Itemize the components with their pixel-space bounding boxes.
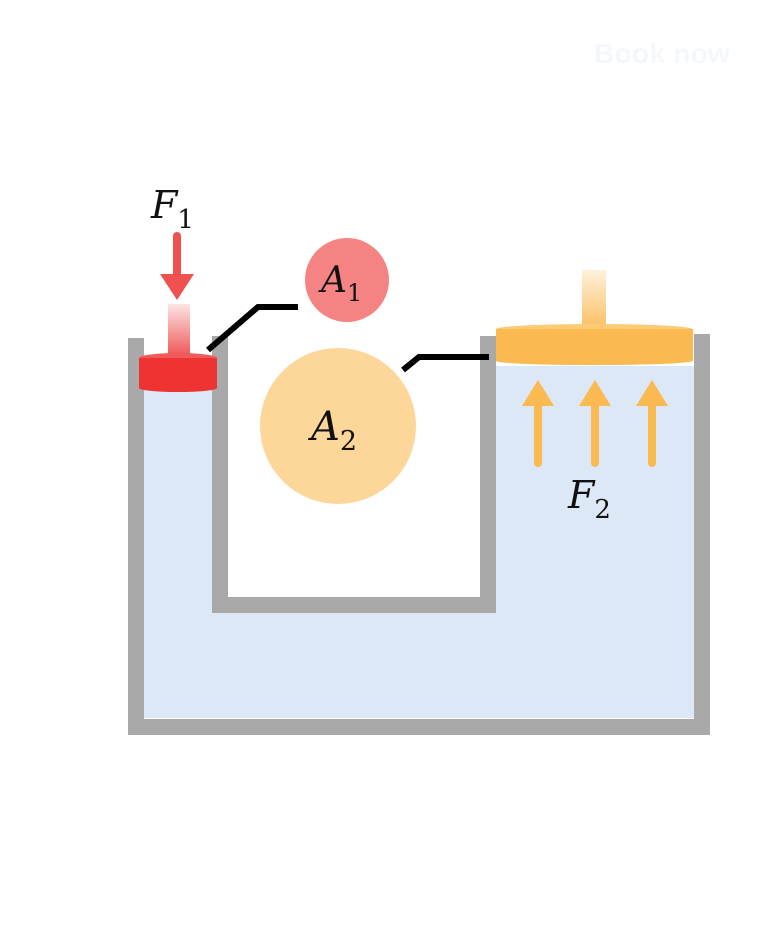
- container-walls: [128, 334, 710, 735]
- small-piston-head: [139, 358, 217, 388]
- small-piston: [139, 304, 217, 392]
- inner-right-wall: [480, 336, 496, 613]
- label-f1: F1: [150, 183, 194, 235]
- outer-bottom-wall: [128, 719, 710, 735]
- leader-line-a1: [206, 304, 298, 353]
- label-a2: A2: [307, 404, 357, 457]
- small-piston-rod: [168, 304, 190, 358]
- leader-line-a2: [401, 354, 489, 373]
- outer-right-wall: [694, 334, 710, 735]
- inner-left-wall: [212, 336, 228, 613]
- large-piston-head: [496, 329, 693, 361]
- arrow-up-icon: [522, 380, 554, 467]
- large-piston-rod: [582, 270, 606, 328]
- area-small-circle: [305, 238, 389, 322]
- book-now-button[interactable]: Book now: [594, 38, 731, 69]
- label-a1: A1: [318, 260, 362, 307]
- arrow-down-icon: [160, 232, 194, 300]
- arrow-up-icon: [636, 380, 668, 467]
- leader-lines: [206, 304, 489, 373]
- outer-left-wall: [128, 338, 144, 735]
- large-piston: [496, 270, 693, 365]
- arrow-up-icon: [579, 380, 611, 467]
- inner-bottom-wall: [212, 597, 496, 613]
- label-f2: F2: [567, 473, 611, 525]
- arrow-up-icon: [522, 380, 668, 467]
- area-large-circle: [260, 348, 416, 504]
